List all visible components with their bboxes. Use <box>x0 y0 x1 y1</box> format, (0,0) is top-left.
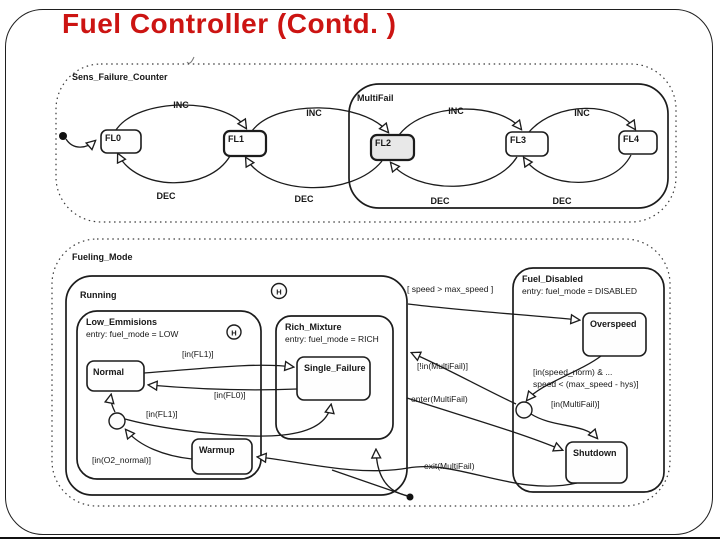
rich-mixture-state <box>275 315 394 440</box>
transition-shutdown-exit-multifail: exit(MultiFail) <box>258 457 578 487</box>
transition-fl2-fl1-dec: DEC <box>246 158 383 204</box>
transition-fl1-fl0-dec: DEC <box>118 154 231 201</box>
history-icon-low-emmisions: H <box>226 324 242 340</box>
transition-fl4-fl3-dec: DEC <box>524 154 632 206</box>
transition-fl1-fl2-inc: INC <box>251 107 388 132</box>
svg-text:H: H <box>276 288 281 297</box>
transition-fl3-fl4-inc: INC <box>528 107 635 133</box>
svg-text:[in(O2_normal)]: [in(O2_normal)] <box>92 455 151 465</box>
history-icon-running: H <box>270 282 288 300</box>
slide-bottom-edge <box>0 537 720 539</box>
transition-junction2-to-running: [!in(MultiFail)] <box>412 353 517 405</box>
initial-dot <box>59 132 67 140</box>
fuel-disabled-label: Fuel_Disabled <box>522 274 583 284</box>
svg-text:[ speed > max_speed ]: [ speed > max_speed ] <box>407 284 493 294</box>
state-normal: Normal <box>86 360 145 392</box>
transition-junction2-to-shutdown: [in(MultiFail)] <box>530 399 600 438</box>
svg-text:[!in(MultiFail)]: [!in(MultiFail)] <box>417 361 468 371</box>
svg-text:Shutdown: Shutdown <box>573 448 617 458</box>
transition-fl2-fl3-inc: INC <box>398 106 521 136</box>
rich-mixture-label: Rich_Mixture <box>285 322 342 332</box>
svg-text:DEC: DEC <box>156 191 176 201</box>
svg-text:FL1: FL1 <box>228 134 244 144</box>
svg-text:INC: INC <box>306 108 322 118</box>
low-emmisions-state <box>76 310 262 480</box>
low-emmisions-label: Low_Emmisions <box>86 317 157 327</box>
junction-fuel-disabled <box>515 401 533 419</box>
svg-text:DEC: DEC <box>552 196 572 206</box>
svg-text:[in(MultiFail)]: [in(MultiFail)] <box>551 399 600 409</box>
svg-text:[in(FL1)]: [in(FL1)] <box>182 349 214 359</box>
state-single-failure: Single_Failure <box>296 356 371 401</box>
state-warmup: Warmup <box>191 438 253 475</box>
state-fl2: FL2 <box>369 133 416 162</box>
transition-fl0-fl1-inc: INC <box>115 100 246 131</box>
sens-failure-counter-chart: Sens_Failure_Counter MultiFail INC DEC I… <box>55 56 677 223</box>
multifail-label: MultiFail <box>357 93 394 103</box>
fuel-disabled-state <box>512 267 665 493</box>
svg-text:Single_Failure: Single_Failure <box>304 363 366 373</box>
transition-junction-to-single-failure: [in(FL1)] <box>124 405 331 437</box>
fueling-chart-title: Fueling_Mode <box>72 252 133 262</box>
transition-junction-to-normal <box>111 395 116 413</box>
svg-text:FL2: FL2 <box>375 138 391 148</box>
transition-fl3-fl2-dec: DEC <box>391 156 518 206</box>
svg-text:FL3: FL3 <box>510 135 526 145</box>
svg-text:INC: INC <box>448 106 464 116</box>
svg-text:[in(FL0)]: [in(FL0)] <box>214 390 246 400</box>
rich-mixture-entry: entry: fuel_mode = RICH <box>285 334 379 344</box>
svg-text:DEC: DEC <box>294 194 314 204</box>
default-transition-fl0 <box>59 132 95 147</box>
multifail-superstate <box>348 83 669 209</box>
state-fl3: FL3 <box>505 131 549 157</box>
transition-overspeed-to-junction2: [in(speed_norm) & ... speed < (max_speed… <box>527 355 639 400</box>
svg-text:FL4: FL4 <box>623 134 639 144</box>
state-fl0: FL0 <box>100 129 142 154</box>
default-dot <box>406 493 414 501</box>
svg-text:enter(MultiFail): enter(MultiFail) <box>411 394 468 404</box>
svg-text:FL0: FL0 <box>105 133 121 143</box>
transition-single-failure-to-normal: [in(FL0)] <box>149 385 298 400</box>
low-emmisions-entry: entry: fuel_mode = LOW <box>86 329 178 339</box>
fueling-mode-chart: Fueling_Mode Running H Low_Emmisions ent… <box>51 238 671 507</box>
transition-running-to-overspeed: [ speed > max_speed ] <box>407 284 579 320</box>
sens-chart-title: Sens_Failure_Counter <box>72 72 168 82</box>
svg-text:INC: INC <box>173 100 189 110</box>
running-label: Running <box>80 290 117 300</box>
state-fl4: FL4 <box>618 130 658 155</box>
svg-text:Warmup: Warmup <box>199 445 235 455</box>
svg-text:exit(MultiFail): exit(MultiFail) <box>424 461 475 471</box>
transition-warmup-to-junction: [in(O2_normal)] <box>92 430 193 465</box>
state-shutdown: Shutdown <box>565 441 628 484</box>
running-state <box>65 275 408 496</box>
fuel-disabled-entry: entry: fuel_mode = DISABLED <box>522 286 637 296</box>
transition-normal-to-single-failure: [in(FL1)] <box>143 349 293 374</box>
svg-text:[in(speed_norm) & ...: [in(speed_norm) & ... <box>533 367 612 377</box>
state-fl1: FL1 <box>222 129 268 158</box>
svg-text:DEC: DEC <box>430 196 450 206</box>
svg-text:H: H <box>231 329 236 338</box>
svg-text:speed < (max_speed - hys)]: speed < (max_speed - hys)] <box>533 379 639 389</box>
state-overspeed: Overspeed <box>582 312 647 357</box>
svg-text:Overspeed: Overspeed <box>590 319 637 329</box>
svg-text:[in(FL1)]: [in(FL1)] <box>146 409 178 419</box>
default-transition-running <box>331 450 414 501</box>
svg-text:INC: INC <box>574 108 590 118</box>
slide-title: Fuel Controller (Contd. ) <box>62 8 397 39</box>
svg-text:Normal: Normal <box>93 367 124 377</box>
stray-mark <box>186 56 195 64</box>
slide-border <box>5 9 713 535</box>
initial-wire <box>65 138 95 147</box>
junction-low-emmisions <box>108 412 126 430</box>
transition-running-enter-multifail: enter(MultiFail) <box>406 394 562 450</box>
